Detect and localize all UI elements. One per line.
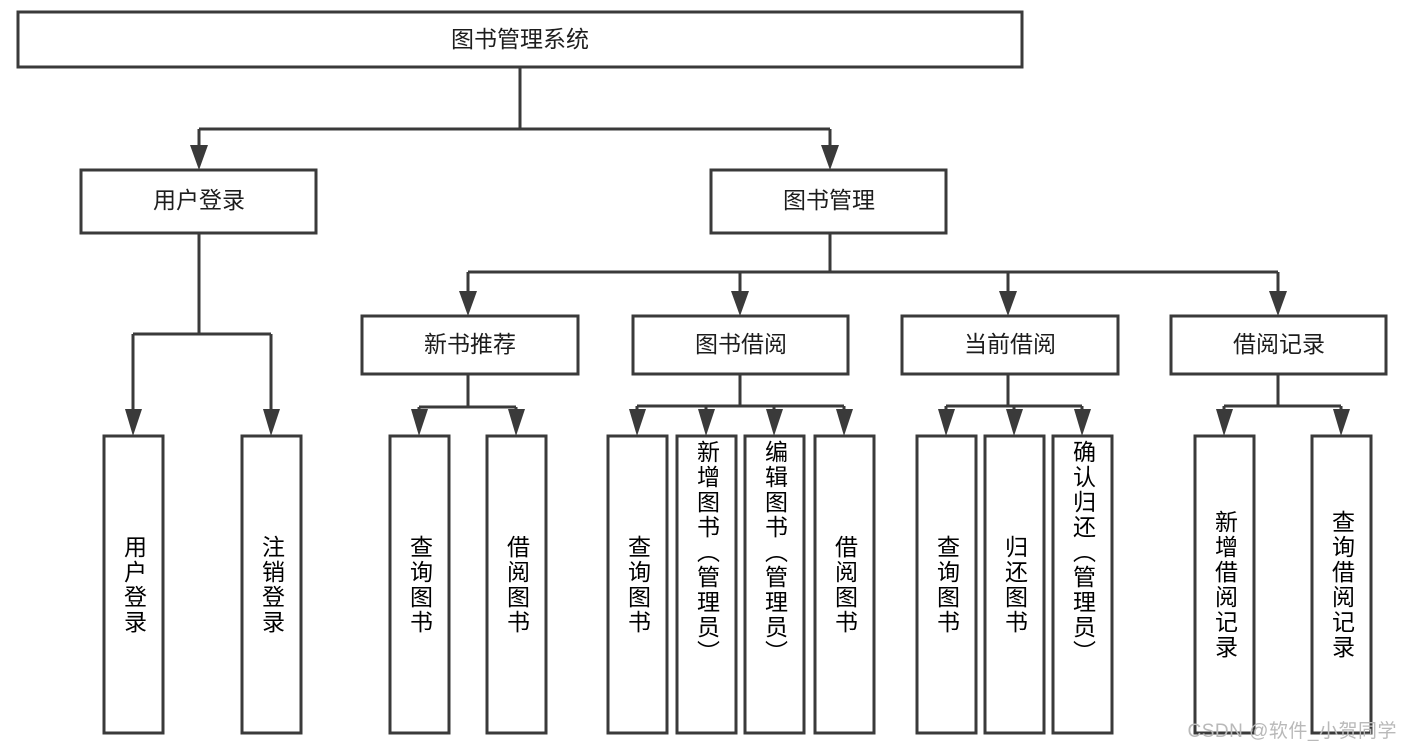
watermark-text: CSDN @软件_小贺同学 <box>1187 721 1397 742</box>
node-root[interactable] <box>16 10 1024 69</box>
arrowhead-user-login <box>190 145 208 170</box>
arrowhead-current-borrow-leaf-0 <box>938 409 955 436</box>
node-leaf-book-borrow-2[interactable] <box>743 434 806 735</box>
node-user-login[interactable] <box>79 168 318 235</box>
arrowhead-book-borrow-leaf-1 <box>698 409 715 436</box>
arrowhead-new-book-leaf-1 <box>508 409 525 436</box>
arrowhead-book-borrow-leaf-0 <box>629 409 646 436</box>
arrowhead-current-borrow-leaf-2 <box>1074 409 1091 436</box>
label-borrow-record: 借阅记录 <box>1233 331 1325 357</box>
arrowhead-current-borrow-leaf-1 <box>1006 409 1023 436</box>
arrowhead-book-manage <box>821 145 839 170</box>
node-box-group <box>16 10 1388 735</box>
label-new-book-recommend: 新书推荐 <box>424 331 516 357</box>
arrowhead-new-book-leaf-0 <box>411 409 428 436</box>
arrowhead-user-login-leaf-1 <box>263 409 280 436</box>
arrowhead-book-borrow <box>731 291 749 316</box>
arrowhead-borrow-record-leaf-0 <box>1216 409 1233 436</box>
node-book-manage[interactable] <box>709 168 948 235</box>
node-leaf-current-borrow-2[interactable] <box>1051 434 1114 735</box>
node-current-borrow[interactable] <box>900 314 1120 376</box>
arrowhead-borrow-record <box>1269 291 1287 316</box>
arrowhead-new-book <box>459 291 477 316</box>
node-leaf-user-login-0[interactable] <box>102 434 165 735</box>
node-new-book-recommend[interactable] <box>360 314 580 376</box>
label-book-manage: 图书管理 <box>783 187 875 213</box>
node-book-borrow[interactable] <box>631 314 850 376</box>
node-leaf-user-login-1[interactable] <box>240 434 303 735</box>
label-book-borrow: 图书借阅 <box>695 331 787 357</box>
arrowhead-borrow-record-leaf-1 <box>1333 409 1350 436</box>
node-leaf-book-borrow-0[interactable] <box>606 434 669 735</box>
label-root: 图书管理系统 <box>451 26 589 52</box>
node-leaf-new-book-0[interactable] <box>388 434 451 735</box>
node-leaf-borrow-record-0[interactable] <box>1193 434 1256 735</box>
arrowhead-current-borrow <box>999 291 1017 316</box>
node-leaf-current-borrow-0[interactable] <box>915 434 978 735</box>
node-leaf-current-borrow-1[interactable] <box>983 434 1046 735</box>
label-current-borrow: 当前借阅 <box>964 331 1056 357</box>
node-leaf-book-borrow-3[interactable] <box>813 434 876 735</box>
arrowhead-book-borrow-leaf-3 <box>836 409 853 436</box>
node-leaf-new-book-1[interactable] <box>485 434 548 735</box>
arrowhead-group <box>125 145 1350 436</box>
arrowhead-book-borrow-leaf-2 <box>766 409 783 436</box>
node-borrow-record[interactable] <box>1169 314 1388 376</box>
node-label-group: 图书管理系统 用户登录 图书管理 新书推荐 图书借阅 当前借阅 借阅记录 <box>153 26 1325 357</box>
arrowhead-user-login-leaf-0 <box>125 409 142 436</box>
node-leaf-book-borrow-1[interactable] <box>675 434 738 735</box>
label-user-login: 用户登录 <box>153 187 245 213</box>
node-leaf-borrow-record-1[interactable] <box>1310 434 1373 735</box>
